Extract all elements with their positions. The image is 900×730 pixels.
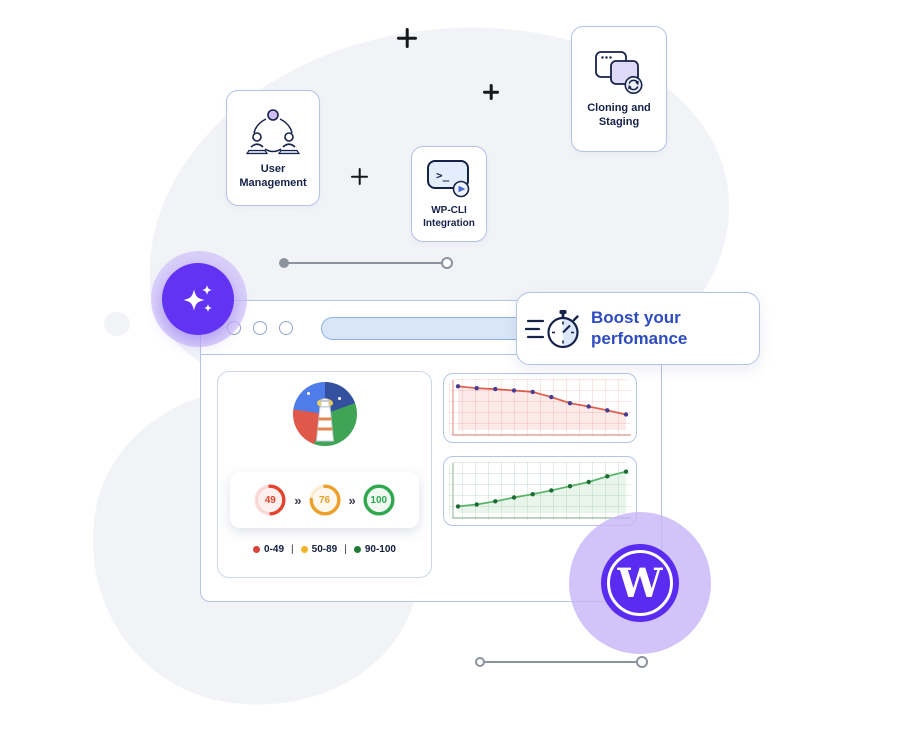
legend-item: 50-89 [300,544,338,555]
arrow-icon: » [348,492,356,508]
legend-label: 0-49 [264,544,285,555]
feature-label: User Management [239,162,307,189]
boost-performance-card: Boost your perfomance [516,292,760,365]
plus-icon [483,84,499,100]
windows-sync-icon [595,50,643,94]
gauge-value: 100 [370,494,388,506]
plus-icon [351,168,368,185]
chart-grid [449,462,631,520]
svg-text:W: W [617,560,664,607]
feature-label: WP-CLI Integration [423,205,475,229]
wordpress-badge: W [601,544,679,622]
legend-dot-red [253,546,261,553]
legend-dot-green [353,546,361,553]
gauge-score-mid: 76 [308,483,342,517]
boost-title: Boost your perfomance [591,308,687,348]
chart-declining-card [443,373,637,443]
star-dot [337,397,341,400]
lighthouse-scores-card: 49 » 76 » 100 [230,472,419,528]
stopwatch-icon [525,309,579,348]
gauge-ring [254,484,286,516]
connector-endpoint [636,656,648,668]
arrow-icon: » [294,492,301,508]
line-chart-improving [452,463,631,519]
legend-dot-yellow [300,546,308,553]
sparkle-badge [162,263,234,335]
legend-separator: | [344,544,347,555]
gauge-score-high: 100 [362,483,396,517]
window-control-dot[interactable] [253,321,267,335]
feature-card-wp-cli: >_ WP-CLI Integration [411,146,487,242]
lighthouse-tower-icon [315,398,334,442]
boost-title-line1: Boost your [591,308,681,328]
gauge-ring [308,484,341,516]
connector-endpoint [441,257,453,269]
gauge-score-low: 49 [253,483,287,517]
window-control-dot[interactable] [279,321,293,335]
lighthouse-logo [292,382,357,446]
connector-line [288,262,442,264]
legend-separator: | [291,544,294,555]
feature-card-cloning-staging: Cloning and Staging [571,26,667,152]
terminal-icon: >_ [427,160,470,198]
background-dot [104,312,130,336]
boost-title-line2: perfomance [591,328,688,348]
connector-endpoint [475,657,485,667]
star-dot [306,392,310,395]
feature-label: Cloning and Staging [587,101,651,128]
svg-text:>_: >_ [436,169,450,182]
gauge-ring [363,484,395,516]
chart-improving-card [443,456,637,526]
feature-card-user-management: User Management [226,90,320,206]
legend-item: 0-49 [253,544,284,555]
gauge-value: 49 [264,494,276,506]
lighthouse-panel: 49 » 76 » 100 [217,371,432,578]
wordpress-logo: W [607,550,673,616]
connector-line [484,661,636,663]
legend-label: 50-89 [311,544,338,555]
connector-endpoint [279,258,289,268]
legend-label: 90-100 [364,544,396,555]
sparkles-icon [183,285,212,312]
legend-item: 90-100 [353,544,396,555]
plus-icon [397,28,417,48]
score-legend: 0-49 | 50-89 | 90-100 [218,544,431,555]
gauge-value: 76 [318,494,331,506]
users-network-icon [245,108,301,154]
line-chart-declining [452,380,631,436]
